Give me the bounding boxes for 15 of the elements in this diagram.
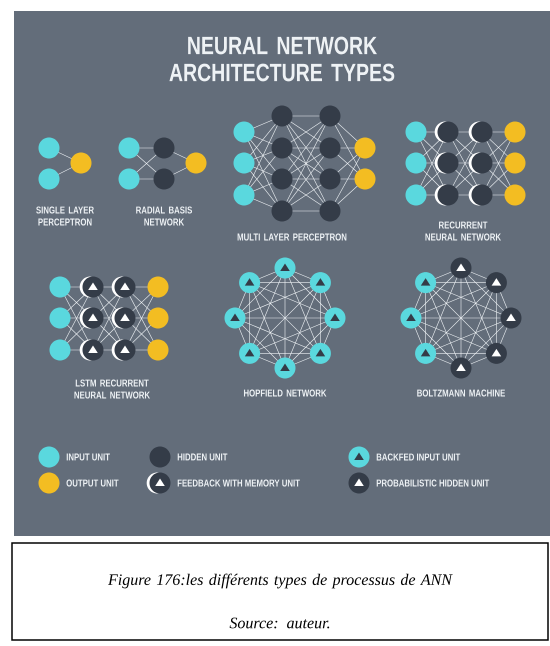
title: NEURAL NETWORK ARCHITECTURE TYPES: [169, 36, 394, 82]
legend-text: PROBABILISTIC HIDDEN UNIT: [376, 479, 490, 487]
network-label: RADIAL BASIS NETWORK: [136, 206, 192, 226]
network-label: RECURRENT NEURAL NETWORK: [425, 221, 501, 241]
network-label: SINGLE LAYER PERCEPTRON: [36, 206, 94, 226]
network-label: LSTM RECURRENT NEURAL NETWORK: [74, 379, 150, 399]
legend-text: BACKFED INPUT UNIT: [376, 453, 460, 461]
legend-text: INPUT UNIT: [66, 454, 110, 460]
source-note: Source: auteur.: [230, 618, 330, 628]
network-label: HOPFIELD NETWORK: [244, 389, 326, 397]
legend-text: FEEDBACK WITH MEMORY UNIT: [178, 479, 300, 487]
legend-text: HIDDEN UNIT: [178, 454, 228, 460]
legend-text: OUTPUT UNIT: [66, 479, 119, 487]
network-label: MULTI LAYER PERCEPTRON: [238, 233, 346, 241]
network-label: BOLTZMANN MACHINE: [417, 389, 505, 397]
